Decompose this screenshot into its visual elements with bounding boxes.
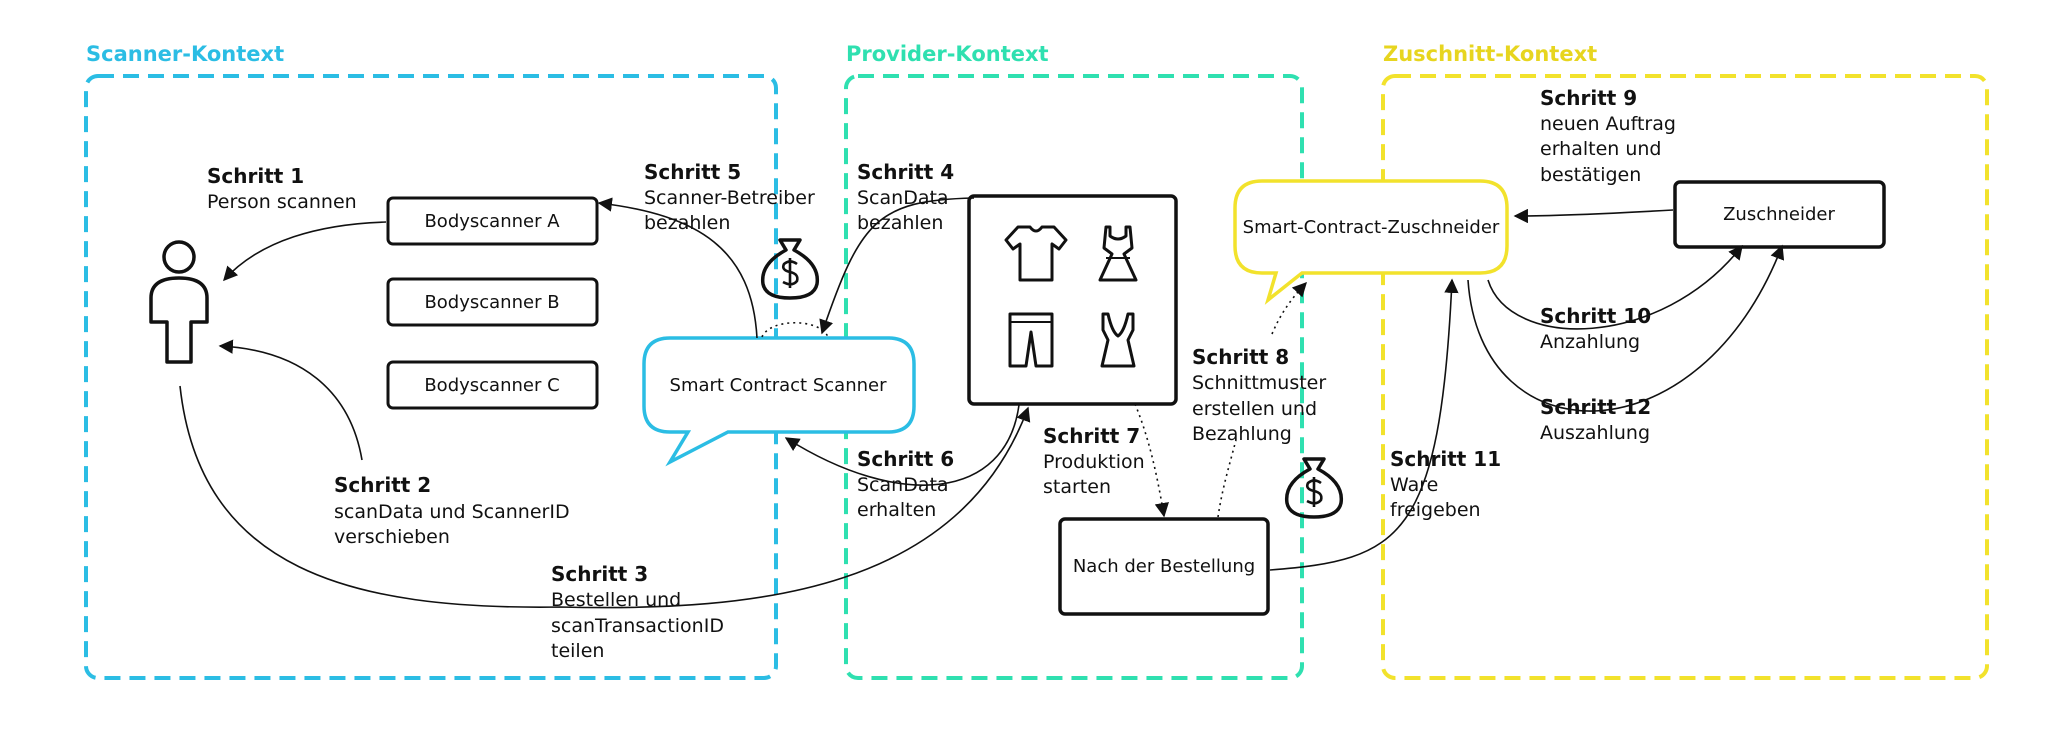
- step-9-text: erhalten und: [1540, 138, 1662, 160]
- step-11-text: freigeben: [1390, 499, 1481, 521]
- step-9-text: neuen Auftrag: [1540, 113, 1676, 135]
- scanner-context-box: [84, 74, 778, 680]
- step-3-text: Bestellen und: [551, 589, 681, 611]
- step-5-text: bezahlen: [644, 212, 730, 234]
- trousers-icon: [1008, 312, 1054, 368]
- bodyscanner-c-node: Bodyscanner C: [386, 360, 599, 410]
- step-4-title: Schritt 4: [857, 160, 954, 184]
- step-10-text: Anzahlung: [1540, 331, 1640, 353]
- arrow-step11: [1269, 278, 1459, 571]
- smart-contract-scanner-node: Smart Contract Scanner: [642, 336, 916, 467]
- after-order-label: Nach der Bestellung: [1073, 556, 1255, 577]
- step-3-text: teilen: [551, 640, 604, 662]
- bodyscanner-a-node: Bodyscanner A: [386, 196, 599, 246]
- smart-contract-cutter-node: Smart-Contract-Zuschneider: [1233, 179, 1509, 305]
- step-12-title: Schritt 12: [1540, 395, 1651, 419]
- step-8-title: Schritt 8: [1192, 345, 1289, 369]
- arrow-step1: [223, 221, 387, 282]
- cutter-context-box: [1381, 74, 1989, 680]
- smart-contract-scanner-label: Smart Contract Scanner: [670, 375, 888, 396]
- step-label-4: Schritt 4 ScanData bezahlen: [857, 160, 954, 234]
- step-1-text: Person scannen: [207, 191, 357, 213]
- step-9-text: bestätigen: [1540, 164, 1641, 186]
- cutter-label: Zuschneider: [1723, 204, 1835, 225]
- step-label-12: Schritt 12 Auszahlung: [1540, 395, 1651, 444]
- bodyscanner-c-label: Bodyscanner C: [424, 375, 559, 396]
- step-10-title: Schritt 10: [1540, 304, 1651, 328]
- tshirt-icon: [1004, 225, 1068, 282]
- cutter-context-title: Zuschnitt-Kontext: [1383, 42, 1597, 66]
- arrow-step6: [784, 404, 1020, 486]
- arrow-step5: [597, 197, 758, 339]
- dotted-connectors: [761, 281, 1307, 518]
- step-1-title: Schritt 1: [207, 164, 304, 188]
- bodyscanner-b-node: Bodyscanner B: [386, 277, 599, 327]
- arrow-step10: [1487, 244, 1743, 330]
- step-2-text: verschieben: [334, 526, 450, 548]
- step-5-text: Scanner-Betreiber: [644, 187, 815, 209]
- step-11-text: Ware: [1390, 474, 1438, 496]
- step-label-10: Schritt 10 Anzahlung: [1540, 304, 1651, 353]
- arrow-step4: [819, 197, 975, 335]
- step-6-text: ScanData: [857, 474, 949, 496]
- step-label-6: Schritt 6 ScanData erhalten: [857, 447, 954, 521]
- arrow-step2: [218, 339, 363, 461]
- step-6-text: erhalten: [857, 499, 936, 521]
- person-icon: [149, 240, 209, 364]
- step-5-title: Schritt 5: [644, 160, 741, 184]
- step-label-7: Schritt 7 Produktion starten: [1043, 424, 1145, 498]
- scanner-context-title: Scanner-Kontext: [86, 42, 284, 66]
- arrow-step12: [1467, 244, 1785, 412]
- step-label-1: Schritt 1 Person scannen: [207, 164, 357, 213]
- step-12-text: Auszahlung: [1540, 422, 1650, 444]
- bodyscanner-b-label: Bodyscanner B: [424, 292, 559, 313]
- step-3-text: scanTransactionID: [551, 615, 724, 637]
- smart-contract-cutter-label: Smart-Contract-Zuschneider: [1243, 217, 1500, 238]
- step-7-text: Produktion: [1043, 451, 1145, 473]
- step-4-text: ScanData: [857, 187, 949, 209]
- step-8-text: Bezahlung: [1192, 423, 1292, 445]
- step-8-text: Schnittmuster: [1192, 372, 1326, 394]
- step-label-8: Schritt 8 Schnittmuster erstellen und Be…: [1192, 345, 1326, 445]
- step-7-text: starten: [1043, 476, 1111, 498]
- step-label-5: Schritt 5 Scanner-Betreiber bezahlen: [644, 160, 815, 234]
- top-icon: [1100, 312, 1136, 368]
- step-7-title: Schritt 7: [1043, 424, 1140, 448]
- step-9-title: Schritt 9: [1540, 86, 1637, 110]
- dress-icon: [1098, 225, 1138, 282]
- step-3-title: Schritt 3: [551, 562, 648, 586]
- arrow-step9: [1513, 208, 1674, 224]
- step-2-title: Schritt 2: [334, 473, 431, 497]
- step-11-title: Schritt 11: [1390, 447, 1501, 471]
- step-6-title: Schritt 6: [857, 447, 954, 471]
- step-2-text: scanData und ScannerID: [334, 501, 570, 523]
- step-4-text: bezahlen: [857, 212, 943, 234]
- arrow-step3: [179, 385, 1031, 609]
- step-label-3: Schritt 3 Bestellen und scanTransactionI…: [551, 562, 724, 662]
- money-bag-icon: [760, 238, 820, 300]
- step-label-11: Schritt 11 Ware freigeben: [1390, 447, 1501, 521]
- provider-catalogue-node: [967, 194, 1178, 406]
- provider-context-title: Provider-Kontext: [846, 42, 1049, 66]
- dotted-step8-low: [1217, 439, 1237, 518]
- step-label-9: Schritt 9 neuen Auftrag erhalten und bes…: [1540, 86, 1676, 186]
- step-8-text: erstellen und: [1192, 398, 1317, 420]
- dotted-step7: [1134, 403, 1169, 518]
- step-label-2: Schritt 2 scanData und ScannerID verschi…: [334, 473, 570, 548]
- bodyscanner-a-label: Bodyscanner A: [424, 211, 560, 232]
- after-order-node: Nach der Bestellung: [1058, 517, 1270, 616]
- cutter-node: Zuschneider: [1673, 180, 1886, 249]
- dotted-money-transfer: [761, 321, 829, 338]
- money-bag-icon: [1284, 457, 1344, 519]
- connectors: [179, 197, 1785, 609]
